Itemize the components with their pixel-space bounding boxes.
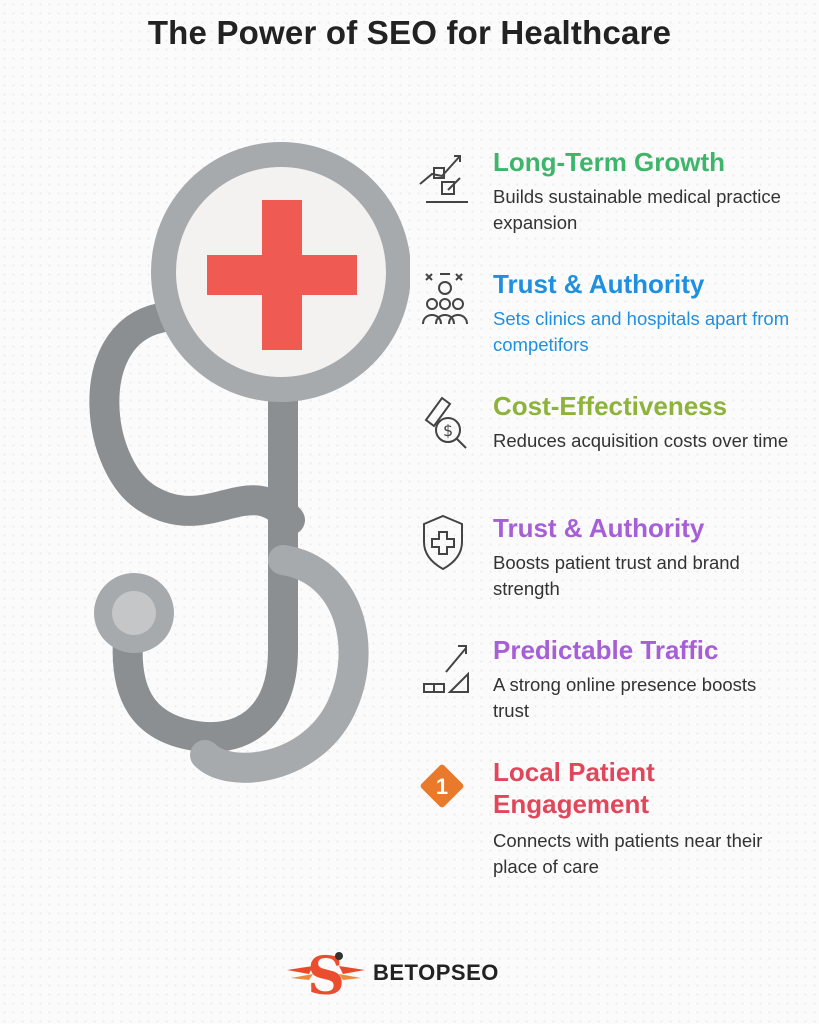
brand-footer: S BETOPSEO — [283, 944, 543, 1004]
benefit-description: Builds sustainable medical practice expa… — [493, 186, 781, 233]
benefit-heading: Predictable Traffic — [493, 635, 719, 665]
svg-text:$: $ — [443, 421, 453, 440]
badge-number: 1 — [436, 774, 448, 799]
benefit-heading: Long-Term Growth — [493, 147, 726, 177]
medical-cross-icon — [207, 200, 357, 350]
benefit-item-long-term-growth: Long-Term Growth Builds sustainable medi… — [410, 146, 810, 256]
benefit-heading: Cost-Effectiveness — [493, 391, 728, 421]
benefit-item-trust-authority-2: Trust & Authority Boosts patient trust a… — [410, 512, 810, 622]
traffic-graph-icon — [423, 645, 469, 693]
benefit-heading: Trust & Authority — [493, 269, 705, 299]
money-search-icon: $ — [424, 396, 467, 449]
benefit-item-trust-authority: Trust & Authority Sets clinics and hospi… — [410, 268, 810, 378]
stethoscope-stem — [112, 380, 298, 753]
medical-shield-icon — [423, 514, 463, 571]
benefit-heading: Trust & Authority — [493, 513, 705, 543]
brand-name: BETOPSEO — [373, 960, 499, 985]
benefit-description: Reduces acquisition costs over time — [493, 430, 789, 451]
benefit-item-cost-effectiveness: $ Cost-Effectiveness Reduces acquisition… — [410, 390, 810, 500]
growth-chart-icon — [419, 155, 468, 203]
page-title: The Power of SEO for Healthcare — [147, 14, 672, 51]
people-group-icon — [422, 273, 468, 325]
brand-logo-icon: S — [287, 946, 365, 1004]
benefit-heading: Local Patient Engagement — [493, 757, 655, 819]
stethoscope-illustration — [89, 142, 410, 783]
benefit-item-local-patient-engagement: 1 Local Patient Engagement Connects with… — [410, 756, 810, 896]
number-one-diamond-icon: 1 — [420, 764, 464, 808]
stethoscope-left-tube — [89, 303, 305, 535]
stethoscope-right-loop — [190, 545, 369, 783]
benefit-description: Sets clinics and hospitals apart from co… — [493, 308, 790, 355]
benefit-description: Connects with patients near their place … — [493, 830, 763, 877]
benefit-item-predictable-traffic: Predictable Traffic A strong online pres… — [410, 634, 810, 744]
benefit-description: A strong online presence boosts trust — [493, 674, 757, 721]
benefit-description: Boosts patient trust and brand strength — [493, 552, 740, 599]
